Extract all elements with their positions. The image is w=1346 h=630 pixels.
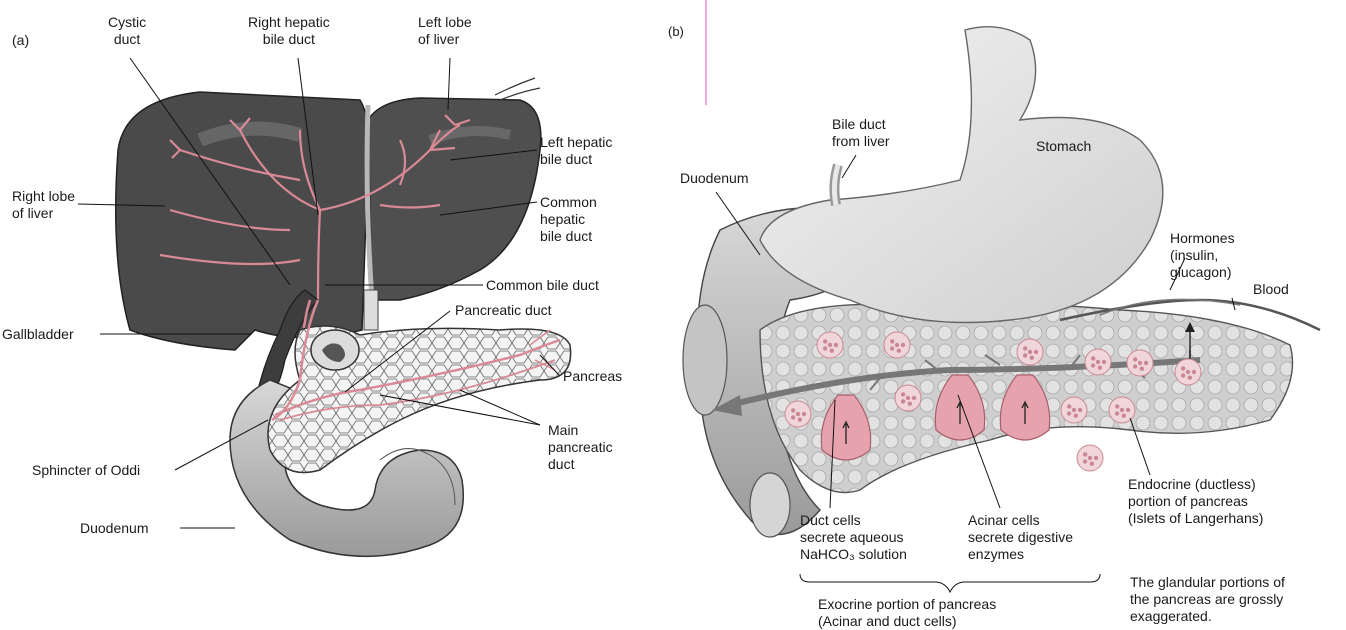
label-exaggeration-note: The glandular portions of the pancreas a… (1130, 574, 1285, 625)
label-hormones: Hormones (insulin, glucagon) (1170, 230, 1235, 281)
islet-cell (1028, 350, 1032, 354)
label-bile-duct-from-liver: Bile duct from liver (832, 116, 890, 150)
islet-cell (1140, 367, 1144, 371)
islet-cell (1133, 357, 1137, 361)
islet-cell (1094, 456, 1098, 460)
islet-cell (1102, 360, 1106, 364)
islet-cell (1030, 356, 1034, 360)
islet-cell (791, 415, 795, 419)
label-right-lobe-of-liver: Right lobe of liver (12, 188, 75, 222)
islet-cell (834, 343, 838, 347)
islet-cell (1090, 462, 1094, 466)
islet-cell (1067, 404, 1071, 408)
islet-cell (890, 339, 894, 343)
panel-a-tag: (a) (12, 32, 29, 48)
panel-b-tag: (b) (668, 24, 684, 39)
islet-cell (1115, 411, 1119, 415)
islet-cell (1181, 366, 1185, 370)
islet-cell (1091, 356, 1095, 360)
label-acinar-cells: Acinar cells secrete digestive enzymes (968, 512, 1073, 563)
islet-cell (798, 418, 802, 422)
label-exocrine-portion: Exocrine portion of pancreas (Acinar and… (818, 596, 996, 630)
label-blood: Blood (1253, 281, 1289, 298)
islet-cell (823, 339, 827, 343)
islet-cell (1034, 350, 1038, 354)
label-left-hepatic-bile-duct: Left hepatic bile duct (540, 134, 612, 168)
label-right-hepatic-bile-duct: Right hepatic bile duct (248, 14, 330, 48)
islet-cell (912, 396, 916, 400)
label-common-hepatic-bile-duct: Common hepatic bile duct (540, 194, 597, 245)
islet-cell (823, 346, 827, 350)
islet-cell (1120, 408, 1124, 412)
label-stomach: Stomach (1036, 138, 1091, 155)
islet-cell (828, 343, 832, 347)
islet-cell (1083, 459, 1087, 463)
islet-cell (1023, 353, 1027, 357)
islet-cell (1181, 373, 1185, 377)
label-main-pancreatic-duct: Main pancreatic duct (548, 422, 613, 473)
islet-cell (1115, 404, 1119, 408)
islet-cell (1091, 363, 1095, 367)
islet-cell (890, 346, 894, 350)
label-common-bile-duct: Common bile duct (486, 277, 599, 294)
islet-cell (1078, 408, 1082, 412)
islet-cell (901, 343, 905, 347)
islet-cell (802, 412, 806, 416)
islet-cell (1096, 360, 1100, 364)
islet-cell (1098, 366, 1102, 370)
islet-cell (1126, 408, 1130, 412)
islet-cell (1088, 456, 1092, 460)
islet-cell (1133, 364, 1137, 368)
label-sphincter-of-oddi: Sphincter of Oddi (32, 462, 140, 479)
islet-cell (791, 408, 795, 412)
islet-cell (901, 399, 905, 403)
islet-cell (1023, 346, 1027, 350)
islet-cell (1192, 370, 1196, 374)
label-cystic-duct: Cystic duct (108, 14, 146, 48)
islet-cell (1072, 408, 1076, 412)
islet-cell (901, 392, 905, 396)
islet-cell (897, 349, 901, 353)
label-pancreas: Pancreas (563, 368, 622, 385)
islet-cell (1122, 414, 1126, 418)
islet-cell (1138, 361, 1142, 365)
stomach (760, 27, 1163, 323)
label-gallbladder: Gallbladder (2, 326, 74, 343)
islet-cell (830, 349, 834, 353)
label-duodenum-b: Duodenum (680, 170, 749, 187)
islet-cell (1083, 452, 1087, 456)
islet-cell (1074, 414, 1078, 418)
label-duodenum-a: Duodenum (80, 520, 149, 537)
islet-cell (1144, 361, 1148, 365)
islet-cell (1067, 411, 1071, 415)
panel-b-diagram (683, 27, 1320, 537)
islet-cell (906, 396, 910, 400)
islet-cell (1188, 376, 1192, 380)
label-duct-cells: Duct cells secrete aqueous NaHCO₃ soluti… (800, 512, 907, 563)
islet-cell (796, 412, 800, 416)
label-left-lobe-of-liver: Left lobe of liver (418, 14, 472, 48)
islet-cell (1186, 370, 1190, 374)
islet-cell (895, 343, 899, 347)
label-pancreatic-duct: Pancreatic duct (455, 302, 552, 319)
label-endocrine-portion: Endocrine (ductless) portion of pancreas… (1128, 476, 1263, 527)
islet-cell (908, 402, 912, 406)
